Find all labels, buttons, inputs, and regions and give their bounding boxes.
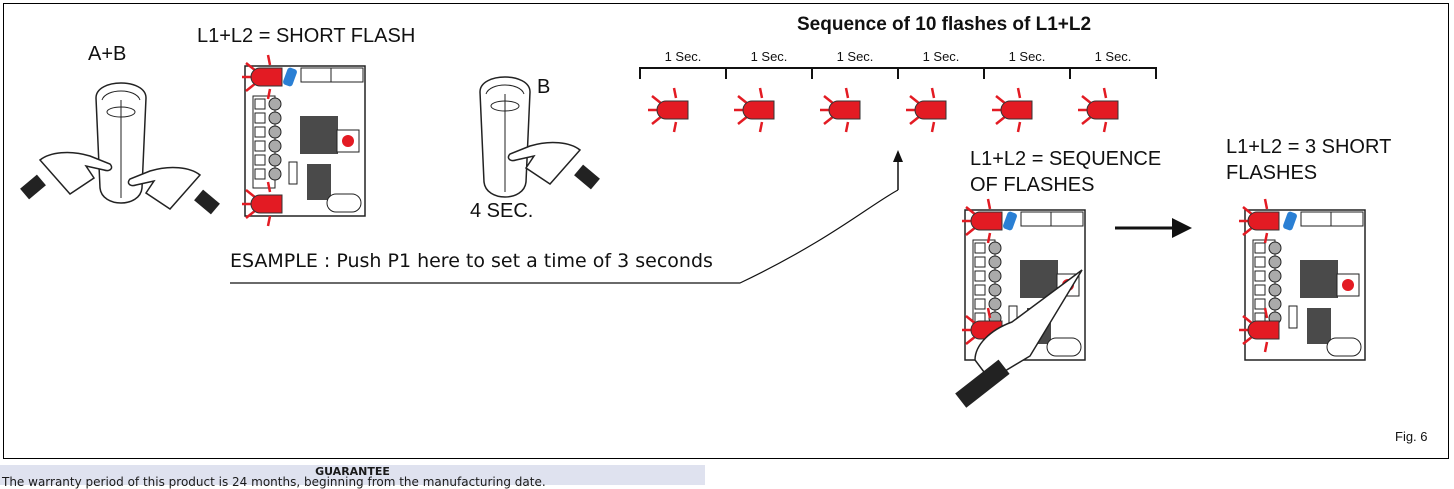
interval-brackets: [639, 67, 1157, 79]
flash-led-icon: [818, 86, 862, 134]
guarantee-box: GUARANTEE The warranty period of this pr…: [0, 465, 705, 489]
button-b-label: B: [537, 76, 551, 98]
result-sequence-line1: L1+L2 = SEQUENCE: [970, 148, 1162, 170]
flash-led-icon: [904, 86, 948, 134]
interval-label: 1 Sec.: [750, 49, 788, 64]
pressing-hand-icon: [955, 269, 1083, 408]
flash-led-icon: [1076, 86, 1120, 134]
guarantee-title: GUARANTEE: [315, 465, 390, 478]
short-flash-label: L1+L2 = SHORT FLASH: [197, 25, 416, 47]
example-text: ESAMPLE : Push P1 here to set a time of …: [230, 250, 713, 272]
result-short-line2: FLASHES: [1226, 162, 1318, 184]
interval-label: 1 Sec.: [922, 49, 960, 64]
guarantee-line-1: The warranty period of this product is 2…: [2, 475, 546, 489]
result-sequence-line2: OF FLASHES: [970, 174, 1095, 196]
interval-label: 1 Sec.: [836, 49, 874, 64]
flash-led-icon: [646, 86, 690, 134]
result-arrow: [1115, 218, 1192, 238]
interval-label: 1 Sec.: [664, 49, 702, 64]
sequence-title: Sequence of 10 flashes of L1+L2: [797, 14, 1092, 35]
figure-number: Fig. 6: [1395, 429, 1428, 444]
buttons-ab-label: A+B: [88, 43, 127, 65]
control-board-1: [244, 65, 366, 217]
remote-ab-illustration: [19, 82, 221, 216]
interval-label: 1 Sec.: [1008, 49, 1046, 64]
flash-led-icon: [732, 86, 776, 134]
duration-label: 4 SEC.: [470, 200, 534, 222]
pointer-arrow: [230, 150, 903, 284]
result-short-line1: L1+L2 = 3 SHORT: [1226, 136, 1392, 158]
interval-label: 1 Sec.: [1094, 49, 1132, 64]
flash-sequence: [646, 86, 1120, 134]
flash-led-icon: [990, 86, 1034, 134]
